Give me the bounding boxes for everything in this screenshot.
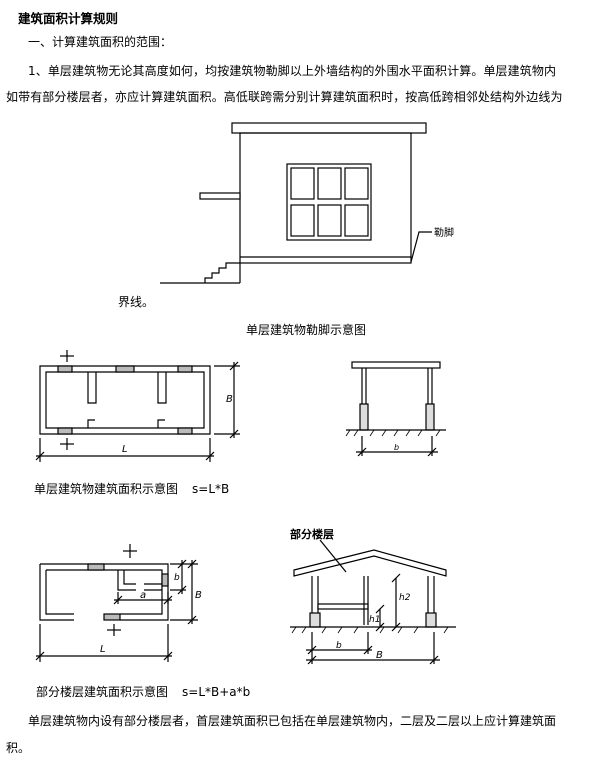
label-h2: h2 bbox=[399, 593, 411, 603]
label-b-2: b bbox=[174, 573, 180, 583]
label-a: a bbox=[140, 590, 146, 601]
label-L-2: L bbox=[100, 644, 106, 655]
label-lejiao: 勒脚 bbox=[434, 226, 454, 239]
section-heading: 一、计算建筑面积的范围： bbox=[28, 35, 173, 49]
label-partial-floor: 部分楼层 bbox=[290, 527, 334, 541]
label-b-section: b bbox=[336, 641, 342, 651]
figure-plinth-elevation: 勒脚 bbox=[160, 122, 454, 284]
label-L: L bbox=[122, 444, 128, 455]
figure-2-formula: s=L*B bbox=[192, 482, 230, 496]
paragraph-1-tail: 界线。 bbox=[118, 295, 155, 309]
label-b: b bbox=[394, 443, 399, 452]
label-h1: h1 bbox=[369, 615, 380, 625]
label-B-2: B bbox=[195, 590, 202, 601]
page-title: 建筑面积计算规则 bbox=[18, 11, 119, 26]
figure-3-formula: s=L*B+a*b bbox=[182, 685, 251, 699]
label-B: B bbox=[226, 394, 233, 405]
paragraph-2-line-1: 单层建筑物内设有部分楼层者，首层建筑面积已包括在单层建筑物内，二层及二层以上应计… bbox=[28, 714, 557, 728]
label-B-section: B bbox=[376, 650, 383, 661]
paragraph-1-line-2: 如带有部分楼层者，亦应计算建筑面积。高低联跨需分别计算建筑面积时，按高低跨相邻处… bbox=[6, 90, 563, 104]
paragraph-1-line-1: 1、单层建筑物无论其高度如何，均按建筑物勒脚以上外墙结构的外围水平面积计算。单层… bbox=[28, 64, 557, 78]
figure-single-storey-plan: L B b bbox=[35, 350, 446, 462]
figure-1-caption: 单层建筑物勒脚示意图 bbox=[246, 323, 367, 337]
figure-partial-floor-plan: a L b B bbox=[35, 527, 456, 665]
paragraph-2-line-2: 积。 bbox=[6, 741, 31, 755]
